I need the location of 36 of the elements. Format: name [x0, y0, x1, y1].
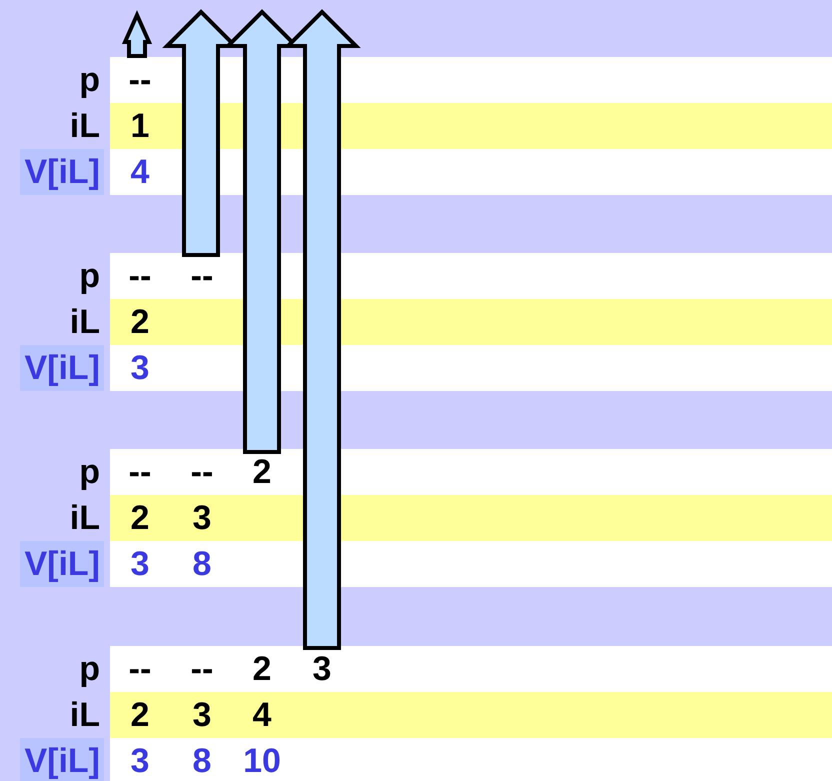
cell-value: -- [128, 60, 152, 101]
cell-value: 4 [130, 152, 150, 193]
cell-value: 3 [192, 498, 212, 539]
cell-value: 8 [192, 741, 212, 781]
row-header: p [79, 60, 100, 101]
cell-value: 1 [130, 106, 150, 147]
row-header: V[iL] [20, 738, 104, 781]
row-header: V[iL] [20, 345, 104, 391]
cell-value: 4 [252, 695, 272, 736]
cell-value: -- [128, 256, 152, 297]
cell-value: 8 [192, 544, 212, 585]
cell-value: 3 [130, 544, 150, 585]
cell-value: -- [128, 452, 152, 493]
cell-value: 3 [192, 695, 212, 736]
row-header: V[iL] [20, 541, 104, 587]
cell-value: 3 [130, 348, 150, 389]
row-header: iL [70, 302, 100, 343]
cell-value: -- [190, 256, 214, 297]
cell-value: 2 [252, 649, 272, 690]
cell-value: 2 [252, 452, 272, 493]
cell-value: 3 [312, 649, 332, 690]
cell-value: 2 [130, 695, 150, 736]
cell-value: 10 [243, 741, 281, 781]
row-header: iL [70, 106, 100, 147]
row-header: p [79, 452, 100, 493]
cell-value: 2 [130, 302, 150, 343]
row-header: V[iL] [20, 149, 104, 195]
cell-value: -- [190, 452, 214, 493]
row-header: iL [70, 695, 100, 736]
cell-value: 2 [130, 498, 150, 539]
cell-value: -- [190, 649, 214, 690]
row-header: p [79, 649, 100, 690]
row-header: iL [70, 498, 100, 539]
row-header: p [79, 256, 100, 297]
cell-value: 3 [130, 741, 150, 781]
cell-value: -- [128, 649, 152, 690]
